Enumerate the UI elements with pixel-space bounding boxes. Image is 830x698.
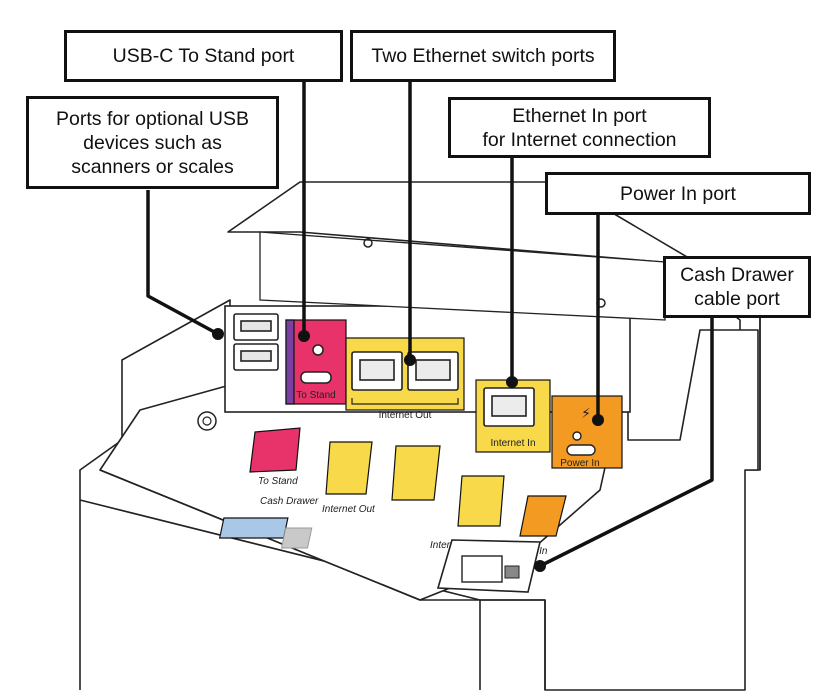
callout-line: Two Ethernet switch ports [371,45,595,67]
callout-power-in: Power In port [545,172,811,215]
usb-ports [233,313,279,371]
callout-ethernet-switch: Two Ethernet switch ports [350,30,616,82]
legend-to-stand: To Stand [258,476,298,487]
callout-cash-drawer: Cash Drawer cable port [663,256,811,318]
legend-internet-out: Internet Out [322,504,376,515]
screw-top [363,238,373,248]
callout-ethernet-in: Ethernet In port for Internet connection [448,97,711,158]
internet-out-port-label: Internet Out [379,410,432,421]
callout-line: Power In port [620,182,736,205]
power-port [566,444,596,456]
indicator-light [312,344,324,356]
front-legend: To Stand Internet Out Internet In Power … [218,427,567,557]
leader-lines [146,80,714,568]
leader-dots [212,328,604,572]
callout-line: scanners or scales [71,155,234,178]
power-in-port-label: Power In [560,458,599,469]
usb-c-stand-accent [285,319,295,405]
callout-line: USB-C To Stand port [112,45,295,67]
callout-line: Cash Drawer [680,264,794,286]
callout-line: for Internet connection [482,128,677,151]
internet-in-port-label: Internet In [490,438,535,449]
callout-line: Ports for optional USB [56,107,249,130]
lightning-icon: ⚡ [581,405,591,421]
ethernet-in-port [483,387,535,427]
usb-c-port [300,371,332,384]
legend-cash-drawer: Cash Drawer [260,496,319,507]
callout-line: devices such as [83,131,222,154]
cash-drawer-port [436,539,542,593]
screw-front [197,411,217,431]
power-in-area [551,395,623,469]
callout-usb-c-stand: USB-C To Stand port [64,30,343,82]
top-lid-panel [259,231,666,321]
to-stand-port-label: To Stand [296,390,335,401]
ethernet-out-ports [351,351,459,391]
callout-usb-optional: Ports for optional USB devices such as s… [26,96,279,189]
callout-line: Ethernet In port [512,104,647,127]
callout-line: cable port [694,288,780,310]
